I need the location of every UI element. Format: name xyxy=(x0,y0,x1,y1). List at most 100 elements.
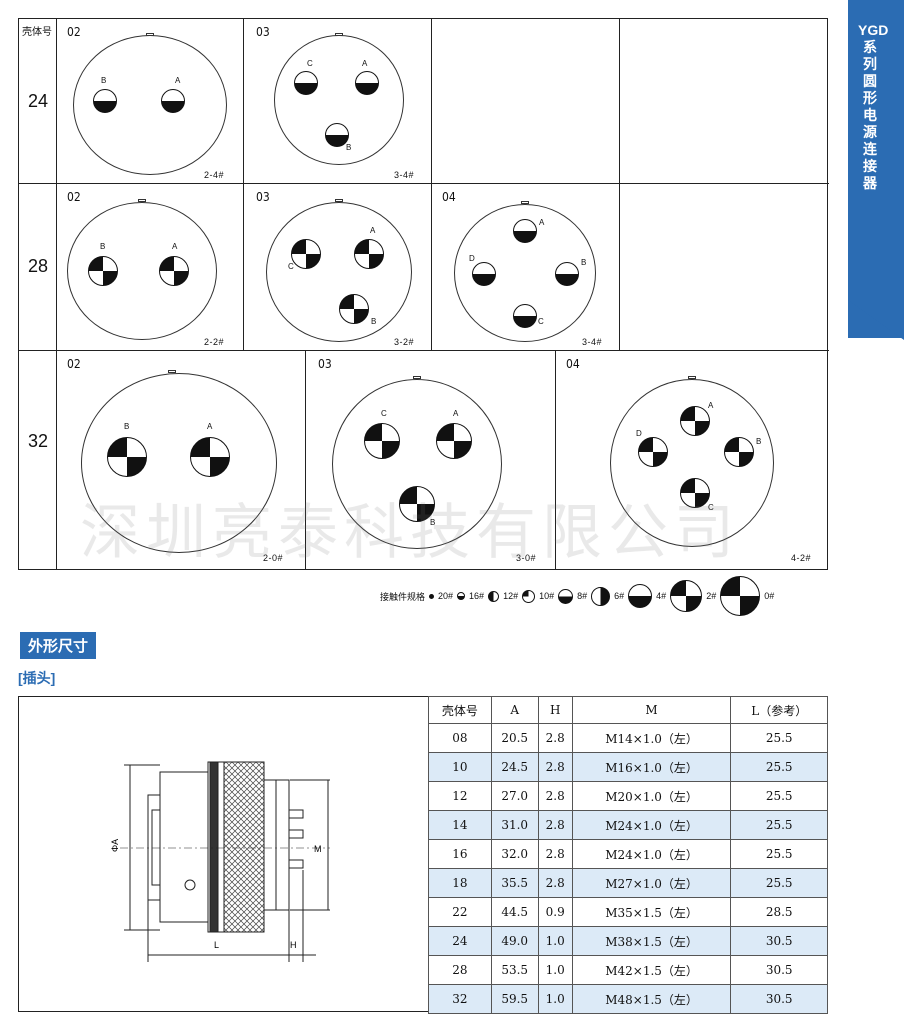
table-cell: 18 xyxy=(428,868,492,898)
table-header: M xyxy=(571,696,732,724)
table-cell: M20×1.0（左） xyxy=(571,781,732,811)
layout-code: 04 xyxy=(566,357,580,371)
layout-code: 02 xyxy=(67,357,81,371)
legend-12-icon xyxy=(488,590,500,602)
table-cell: M24×1.0（左） xyxy=(571,839,732,869)
subsection-title: [插头] xyxy=(18,670,56,686)
layout-code: 03 xyxy=(318,357,332,371)
contact-pin-a xyxy=(680,406,710,436)
layout-tag: 3-0# xyxy=(516,553,537,563)
key-notch xyxy=(688,376,696,379)
key-notch xyxy=(413,376,421,379)
legend-20-icon xyxy=(429,593,435,599)
pin-letter: B xyxy=(430,518,436,527)
key-notch xyxy=(521,201,529,204)
pin-letter: B xyxy=(581,258,587,267)
pin-letter: C xyxy=(538,317,544,326)
legend-item: 2# xyxy=(706,591,717,601)
insert-face xyxy=(67,202,217,340)
table-cell: 49.0 xyxy=(490,926,539,956)
pin-letter: D xyxy=(636,429,642,438)
insert-face xyxy=(266,202,412,342)
table-cell: 25.5 xyxy=(730,810,828,840)
legend-item: 8# xyxy=(577,591,588,601)
contact-size-legend: 接触件规格 20# 16# 12# 10# 8# 6# 4# 2# 0# xyxy=(380,576,774,616)
table-cell: 2.8 xyxy=(537,868,573,898)
table-cell: 08 xyxy=(428,723,492,753)
key-notch xyxy=(335,33,343,36)
table-cell: 16 xyxy=(428,839,492,869)
legend-item: 6# xyxy=(614,591,625,601)
legend-item: 12# xyxy=(503,591,519,601)
contact-pin-b xyxy=(399,486,435,522)
contact-pin-c xyxy=(513,304,537,328)
layout-28-02: 02 B A 2-2# xyxy=(57,184,244,351)
table-cell: 22 xyxy=(428,897,492,927)
table-cell: 32.0 xyxy=(490,839,539,869)
pin-letter: C xyxy=(307,59,313,68)
table-cell: 35.5 xyxy=(490,868,539,898)
side-banner xyxy=(848,0,904,338)
table-cell: 44.5 xyxy=(490,897,539,927)
insert-face xyxy=(610,379,774,547)
pin-letter: D xyxy=(469,254,475,263)
contact-pin-b xyxy=(325,123,349,147)
layout-code: 04 xyxy=(442,190,456,204)
contact-pin-b xyxy=(339,294,369,324)
pin-letter: B xyxy=(371,317,377,326)
shell-number: 32 xyxy=(27,431,49,451)
layout-tag: 3-4# xyxy=(394,170,415,180)
legend-item: 4# xyxy=(656,591,667,601)
table-cell: 20.5 xyxy=(490,723,539,753)
table-cell: 53.5 xyxy=(490,955,539,985)
plug-technical-drawing: ΦA M L H xyxy=(110,761,330,962)
shell-cell-28: 28 xyxy=(19,184,57,351)
contact-pin-a xyxy=(355,71,379,95)
table-cell: 2.8 xyxy=(537,839,573,869)
corner-label: 壳体号 xyxy=(22,27,52,38)
shell-cell-32: 32 xyxy=(19,351,57,570)
section-title: 外形尺寸 xyxy=(20,632,97,659)
layout-tag: 3-2# xyxy=(394,337,415,347)
contact-pin-a xyxy=(159,256,189,286)
contact-pin-a xyxy=(190,437,230,477)
table-cell: M14×1.0（左） xyxy=(571,723,732,753)
table-cell: 31.0 xyxy=(490,810,539,840)
pin-letter: B xyxy=(101,76,107,85)
legend-4-icon xyxy=(628,584,653,608)
insert-face xyxy=(332,379,502,549)
layout-tag: 3-4# xyxy=(582,337,603,347)
layout-empty xyxy=(620,184,829,351)
key-notch xyxy=(335,199,343,202)
key-notch xyxy=(138,199,146,202)
table-header: H xyxy=(537,696,573,724)
pin-letter: A xyxy=(175,76,181,85)
legend-item: 10# xyxy=(539,591,555,601)
contact-pin-b xyxy=(724,437,754,467)
table-cell: 32 xyxy=(428,984,492,1014)
contact-pin-b xyxy=(555,262,579,286)
table-cell: 1.0 xyxy=(537,926,573,956)
legend-10-icon xyxy=(522,589,536,603)
table-cell: 30.5 xyxy=(730,984,828,1014)
table-header-row: 壳体号 A H M L（参考） xyxy=(428,696,828,724)
pin-letter: A xyxy=(362,59,368,68)
layout-tag: 4-2# xyxy=(791,553,812,563)
layout-code: 02 xyxy=(67,25,81,39)
table-cell: M38×1.5（左） xyxy=(571,926,732,956)
table-cell: M24×1.0（左） xyxy=(571,810,732,840)
table-cell: 2.8 xyxy=(537,781,573,811)
legend-2-icon xyxy=(670,580,703,612)
table-cell: M35×1.5（左） xyxy=(571,897,732,927)
layout-28-03: 03 C A B 3-2# xyxy=(244,184,432,351)
table-cell: 1.0 xyxy=(537,955,573,985)
contact-pin-d xyxy=(472,262,496,286)
table-cell: 2.8 xyxy=(537,752,573,782)
contact-pin-c xyxy=(291,239,321,269)
layout-32-03: 03 C A B 3-0# xyxy=(306,351,556,570)
